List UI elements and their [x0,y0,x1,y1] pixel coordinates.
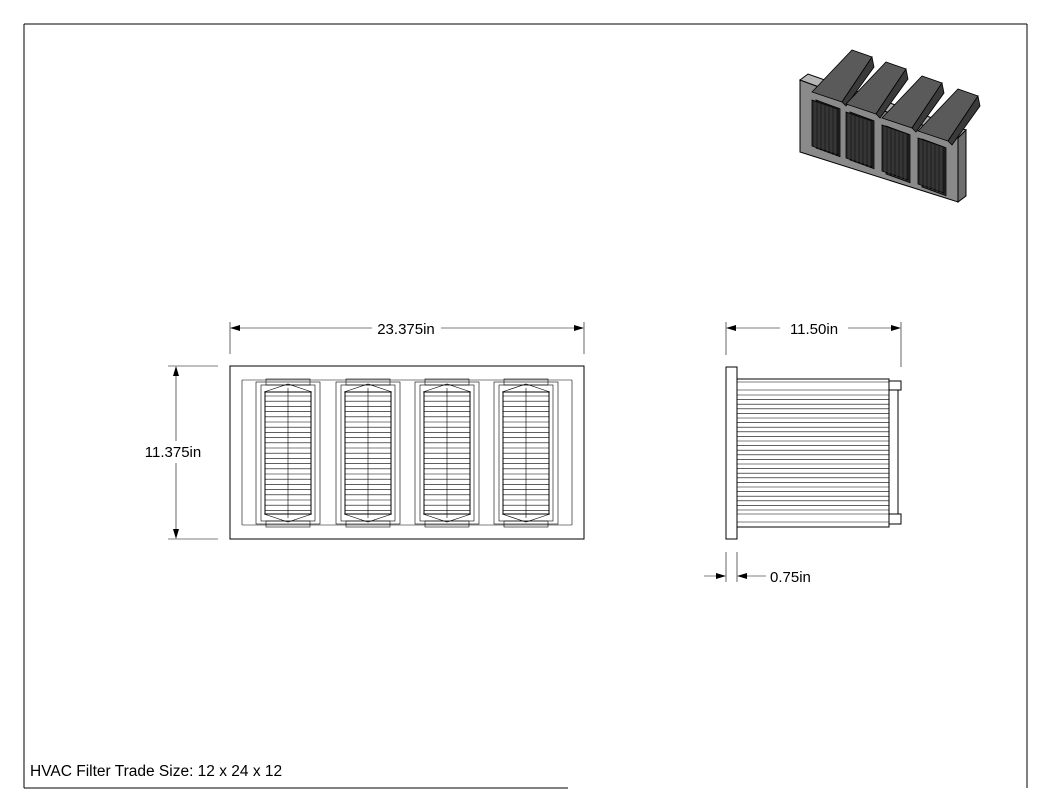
height-dimension: 11.375in [145,365,218,540]
side-frame-header [725,366,738,540]
frame-thickness-dimension: 0.75in [704,552,811,586]
front-pocket [493,378,559,528]
isometric-view [798,49,981,203]
width-dimension-label: 23.375in [377,321,435,338]
front-pocket [255,378,321,528]
side-view [725,366,902,540]
front-view [229,365,585,540]
width-dimension: 23.375in [229,321,585,354]
frame-thickness-label: 0.75in [770,569,811,586]
sheet-border [23,23,1028,789]
depth-dimension-label: 11.50in [790,321,838,338]
front-pocket [414,378,480,528]
front-frame-outline [229,365,585,540]
front-pocket [335,378,401,528]
side-media-outline [736,378,890,528]
depth-dimension: 11.50in [725,321,902,367]
height-dimension-label: 11.375in [145,444,201,461]
title-block-text: HVAC Filter Trade Size: 12 x 24 x 12 [30,763,282,780]
